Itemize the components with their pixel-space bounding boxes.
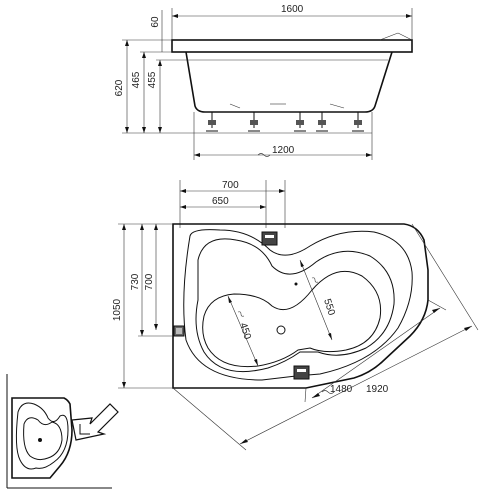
side-view: 1600 60 620 — [114, 4, 413, 160]
tub-rim-inner — [183, 229, 413, 381]
dim-top-700: 700 — [222, 180, 239, 191]
tub-body — [185, 51, 393, 113]
drain-icon — [276, 325, 286, 335]
dim-height-1050: 1050 — [112, 298, 123, 321]
faucet-icon-top — [261, 231, 278, 246]
dim-height-455: 455 — [147, 71, 158, 88]
arrow-icon — [71, 403, 119, 441]
dim-width-1600: 1600 — [281, 4, 304, 15]
orientation-thumbnail — [6, 374, 119, 489]
dim-base-1200: 1200 — [272, 145, 295, 156]
thumbnail-tub — [11, 397, 73, 479]
tub-basin-inner — [202, 270, 382, 368]
dim-rim-60: 60 — [150, 16, 161, 28]
dim-height-730: 730 — [130, 273, 141, 290]
tub-basin-outer — [195, 238, 395, 373]
dim-depth-550: 550 — [321, 298, 337, 318]
dim-height-620: 620 — [114, 79, 125, 96]
faucet-icon-bottom — [293, 365, 310, 380]
dim-inner-650: 650 — [212, 196, 229, 207]
tub-outline — [172, 223, 429, 389]
tub-rim — [171, 39, 413, 53]
dim-depth-450: 450 — [237, 322, 253, 342]
dim-diagonal-1920: 1920 — [366, 384, 389, 395]
overflow-icon — [173, 325, 185, 337]
tub-legs — [206, 103, 364, 132]
dim-height-465: 465 — [131, 71, 142, 88]
top-view: 700 650 550 — [112, 180, 479, 451]
dim-height-700: 700 — [144, 273, 155, 290]
dim-length-1480: 1480 — [330, 384, 353, 395]
